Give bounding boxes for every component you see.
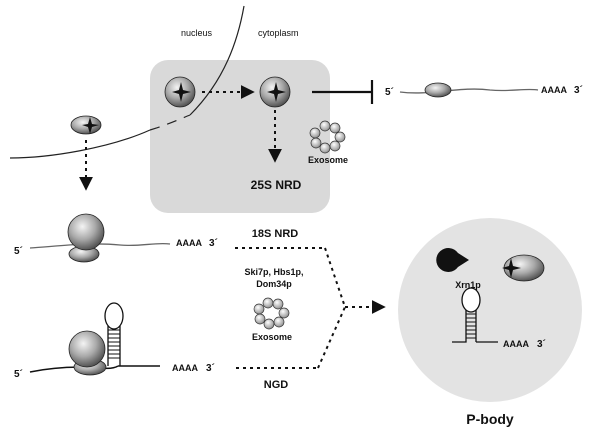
cytoplasm-label: cytoplasm [258, 28, 299, 38]
ngd-label: NGD [264, 379, 289, 391]
three-prime-bottom: 3´ [206, 363, 215, 374]
nuclear-envelope-lower [9, 129, 151, 159]
mrna-stem-loop-icon [452, 287, 498, 343]
five-prime-top: 5´ [385, 87, 394, 98]
pbody-circle [398, 218, 582, 402]
large-subunit-bottom [68, 330, 106, 368]
large-subunit-mid [67, 213, 105, 251]
three-prime-top: 3´ [574, 85, 583, 96]
exosome-label-top: Exosome [308, 155, 348, 165]
pbody-label: P-body [466, 411, 514, 427]
polya-top: AAAA [541, 85, 567, 95]
polya-pbody: AAAA [503, 339, 529, 349]
pacman-exonuclease-icon [436, 247, 469, 272]
factors-line1: Ski7p, Hbs1p, [244, 267, 303, 277]
mrna-stem-loop-icon [104, 302, 124, 366]
nuclear-ribosome [70, 115, 102, 135]
three-prime-pbody: 3´ [537, 339, 546, 350]
five-prime-bottom: 5´ [14, 369, 23, 380]
exosome-label-mid: Exosome [252, 332, 292, 342]
exosome-complex-icon [309, 120, 346, 154]
nucleus-label: nucleus [181, 28, 213, 38]
pbody-ribosome [502, 254, 545, 282]
nrd-ribosome-right [259, 76, 291, 108]
xrn1p-label: Xrn1p [455, 280, 481, 290]
nrd-18s-label: 18S NRD [252, 228, 299, 240]
five-prime-mid: 5´ [14, 246, 23, 257]
nrd-ribosome-left [164, 76, 196, 108]
polya-bottom: AAAA [172, 363, 198, 373]
exosome-complex-icon [253, 297, 290, 330]
nuclear-envelope [189, 5, 245, 116]
three-prime-mid: 3´ [209, 238, 218, 249]
polya-mid: AAAA [176, 238, 202, 248]
factors-line2: Dom34p [256, 279, 292, 289]
nrd-25s-label: 25S NRD [251, 178, 302, 192]
mrna-top [399, 88, 539, 94]
mrna-mid [29, 242, 171, 249]
small-subunit-top [424, 82, 452, 98]
